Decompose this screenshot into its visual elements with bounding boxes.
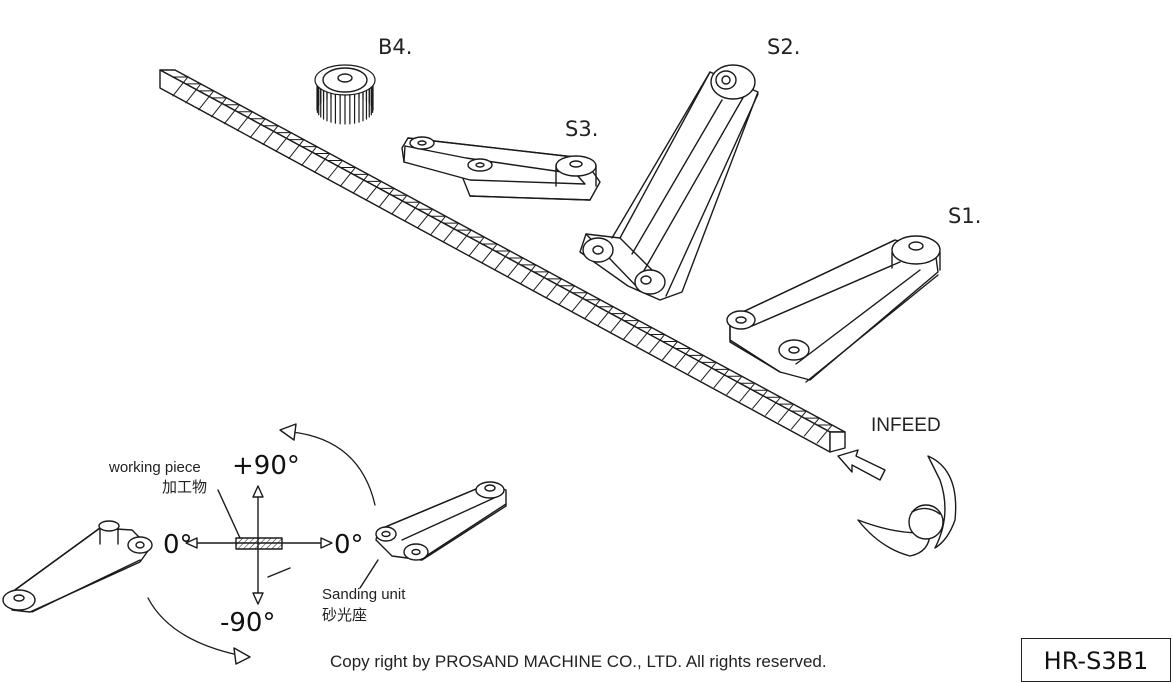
belt-segment: [198, 90, 215, 111]
belt-segment: [339, 166, 356, 187]
belt-segment: [571, 292, 588, 312]
belt-segment: [327, 160, 343, 180]
belt-segment: [687, 354, 704, 375]
belt-segment: [623, 320, 640, 340]
belt-segment: [777, 403, 794, 423]
label-plus-90: +90°: [232, 451, 300, 481]
label-working-piece-en: working piece: [109, 459, 201, 476]
belt-segment: [172, 76, 189, 97]
belt-segment: [442, 222, 459, 243]
belt-segment: [649, 334, 666, 354]
belt-segment: [610, 313, 627, 333]
belt-segment: [275, 132, 292, 152]
label-sanding-unit-en: Sanding unit: [322, 586, 406, 603]
belt-segment: [636, 327, 653, 347]
belt-segment: [597, 306, 614, 326]
belt-segment: [520, 264, 537, 284]
conveyor-belt-icon: [159, 69, 846, 453]
belt-segment: [455, 229, 472, 250]
rotate-indicator-icon: [857, 455, 957, 557]
belt-segment: [391, 194, 408, 215]
label-zero-right: 0°: [334, 530, 364, 560]
label-infeed: INFEED: [871, 415, 941, 436]
belt-segment: [507, 257, 524, 277]
belt-segment: [314, 153, 331, 173]
belt-segment: [713, 368, 730, 389]
belt-segment: [662, 341, 678, 361]
sanding-unit-left-icon: [2, 520, 153, 613]
belt-segment: [249, 118, 266, 139]
infeed-arrow-icon: [837, 449, 886, 481]
belt-segment: [558, 285, 575, 305]
belt-segment: [185, 83, 202, 104]
sanding-arm-s3-icon: [401, 136, 601, 201]
model-number: HR-S3B1: [1043, 647, 1149, 675]
belt-segment: [546, 278, 563, 298]
label-minus-90: -90°: [220, 608, 276, 638]
belt-segment: [236, 111, 253, 132]
belt-segment: [674, 347, 691, 368]
copyright-text: Copy right by PROSAND MACHINE CO., LTD. …: [330, 652, 827, 671]
label-s1: S1.: [948, 204, 982, 228]
label-s2: S2.: [767, 35, 801, 59]
belt-segment: [739, 382, 756, 402]
rotate-arrow-icon: [147, 423, 376, 665]
belt-segment: [533, 271, 550, 291]
belt-segment: [584, 299, 601, 319]
sanding-arm-s1-icon: [726, 235, 941, 383]
sanding-arm-s2-icon: [579, 64, 759, 301]
brush-roller-icon: [314, 64, 376, 125]
belt-segment: [481, 243, 498, 264]
belt-segment: [417, 208, 434, 229]
belt-segment: [468, 236, 485, 257]
label-zero-left: 0°: [163, 530, 193, 560]
belt-segment: [288, 139, 305, 159]
belt-segment: [301, 146, 318, 166]
label-working-piece-zh: 加工物: [162, 479, 208, 496]
label-s3: S3.: [565, 117, 599, 141]
label-sanding-unit-zh: 砂光座: [322, 607, 368, 624]
belt-segment: [223, 104, 240, 125]
belt-segment: [726, 375, 743, 395]
belt-segment: [494, 250, 511, 270]
belt-segment: [430, 215, 447, 236]
belt-segment: [365, 180, 382, 201]
belt-segment: [352, 173, 369, 194]
belt-segment: [752, 389, 769, 409]
sanding-unit-right-icon: [359, 481, 507, 589]
working-piece-icon: [235, 537, 283, 550]
belt-segment: [790, 410, 807, 430]
belt-segment: [404, 201, 421, 222]
belt-segment: [816, 424, 833, 444]
label-b4: B4.: [378, 35, 413, 59]
belt-segment: [378, 187, 395, 208]
model-number-box: HR-S3B1: [1021, 638, 1171, 682]
belt-segment: [765, 396, 782, 416]
belt-segment: [211, 97, 228, 118]
belt-segment: [262, 125, 279, 146]
belt-segment: [700, 361, 717, 382]
belt-segment: [803, 417, 820, 437]
